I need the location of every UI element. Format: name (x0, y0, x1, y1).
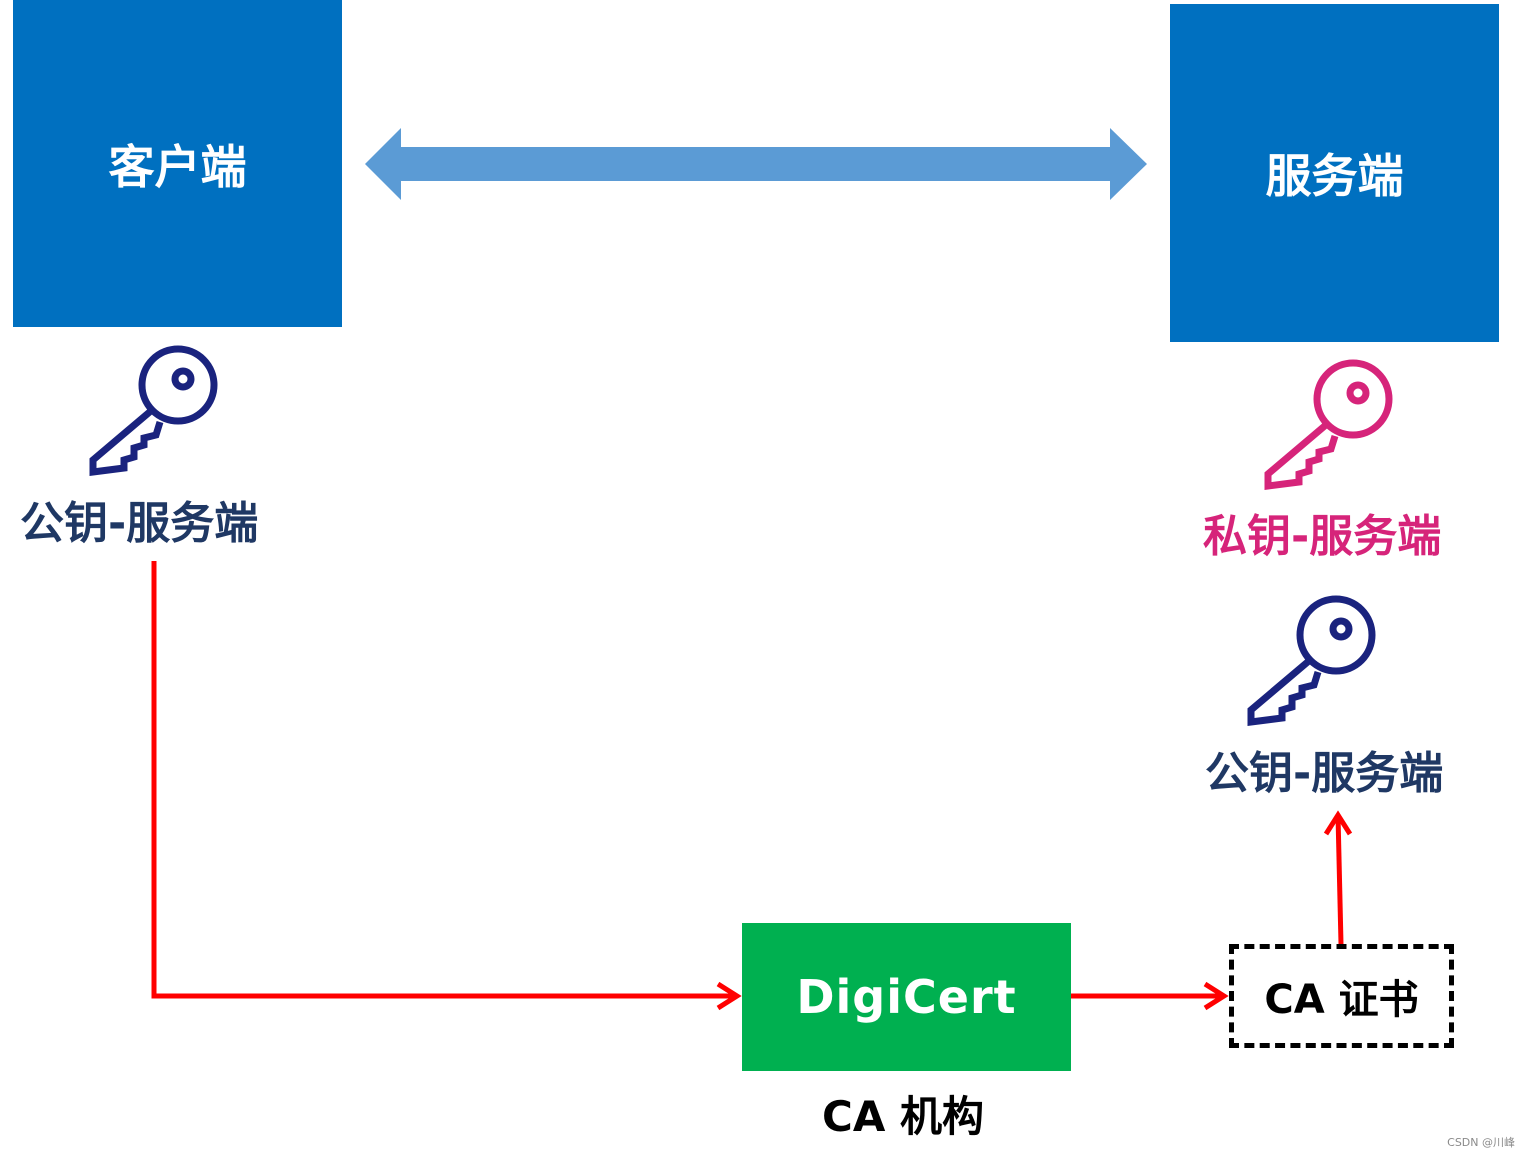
key-icon (1247, 595, 1376, 726)
pubkey-to-ca-arrowhead (716, 981, 742, 1011)
key-icon (1264, 359, 1393, 490)
ca-organization-caption: CA 机构 (822, 1092, 984, 1141)
server-node: 服务端 (1170, 4, 1499, 342)
ca-to-cert-arrowhead (1203, 981, 1229, 1011)
pubkey-to-ca-arrow (151, 561, 737, 999)
digicert-node: DigiCert (742, 923, 1071, 1071)
key-icon (89, 345, 218, 476)
bidirectional-arrow (365, 128, 1147, 200)
client-label: 客户端 (108, 139, 247, 194)
server-public-key-label: 公钥-服务端 (1205, 748, 1444, 799)
ca-certificate-node: CA 证书 (1229, 944, 1454, 1048)
watermark: CSDN @川峰 (1447, 1136, 1515, 1149)
digicert-label: DigiCert (796, 970, 1017, 1024)
cert-to-pubkey-arrowhead (1323, 810, 1353, 836)
ca-certificate-label: CA 证书 (1264, 977, 1419, 1023)
server-label: 服务端 (1265, 149, 1404, 203)
client-node: 客户端 (13, 0, 342, 327)
cert-to-pubkey-arrow (1335, 814, 1344, 945)
client-public-key-label: 公钥-服务端 (20, 498, 259, 549)
server-private-key-label: 私钥-服务端 (1203, 511, 1442, 562)
